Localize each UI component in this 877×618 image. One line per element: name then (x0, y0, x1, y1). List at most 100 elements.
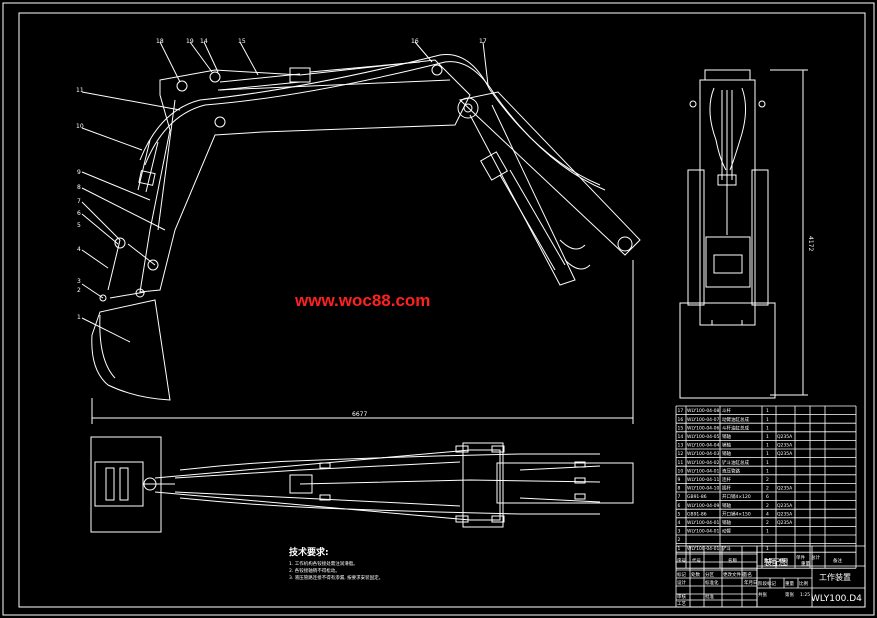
table-cell-material: Q235A (777, 434, 793, 440)
title-label-sheets: 共张 (758, 591, 767, 598)
elevation-view (81, 41, 641, 424)
table-cell-no: 6 (678, 503, 681, 509)
balloon-labels: 18 19 14 15 16 17 11 10 9 8 7 6 5 4 3 2 … (76, 38, 487, 321)
table-cell-name: 动臂油缸总成 (722, 416, 749, 423)
table-cell-code: WLY100-04-06 (687, 425, 720, 431)
table-cell-code: WLY100-04-11 (687, 477, 720, 483)
balloon-8: 8 (77, 184, 81, 191)
table-cell-code: WLY100-04-07 (687, 417, 720, 423)
table-header-weight: 重量 (801, 560, 810, 567)
table-cell-qty: 1 (766, 546, 769, 552)
balloon-3: 3 (77, 278, 81, 285)
table-cell-code: WLY100-04-01 (687, 520, 720, 526)
side-height-dimension: 4172 (807, 236, 814, 251)
table-cell-material: Q235A (777, 451, 793, 457)
balloon-10: 10 (76, 123, 84, 130)
balloon-19: 19 (186, 38, 194, 45)
table-cell-no: 16 (678, 417, 684, 423)
note-line-3: 3. 液压管路连接不得有渗漏, 按要求安装固定。 (289, 574, 383, 581)
table-cell-name: 开口销4×150 (722, 510, 751, 517)
table-cell-code: GB91-86 (687, 494, 707, 500)
table-cell-name: 销轴 (722, 442, 731, 449)
table-cell-code: WLY100-04-01 (687, 468, 720, 474)
table-cell-name: 销轴 (722, 433, 731, 440)
balloon-14: 14 (200, 38, 208, 45)
table-cell-qty: 2 (766, 520, 769, 526)
title-row-label-1: 处数 (691, 571, 700, 578)
title-label-ratio: 比例 (799, 580, 808, 587)
balloon-15: 15 (238, 38, 246, 45)
table-cell-material: Q235A (777, 443, 793, 449)
title-row-label-2: 分区 (705, 571, 714, 578)
table-header-code: 代号 (692, 557, 701, 564)
table-cell-qty: 2 (766, 477, 769, 483)
table-cell-no: 12 (678, 451, 684, 457)
table-header-name: 名称 (728, 557, 737, 564)
table-header-qty: 数量 (764, 557, 773, 564)
table-cell-name: 摇杆 (722, 485, 731, 492)
balloon-7: 7 (77, 198, 81, 205)
table-cell-name: 连杆 (722, 476, 731, 483)
table-cell-code: WLY100-04-03 (687, 451, 720, 457)
table-cell-code: WLY100-04-08 (687, 408, 720, 414)
table-cell-name: 斗杆 (722, 407, 731, 414)
title-row-label-4: 签名 (743, 571, 752, 578)
table-cell-qty: 1 (766, 451, 769, 457)
title-label-standard: 标准化 (705, 579, 719, 586)
table-header-no: 序号 (677, 557, 686, 564)
balloon-4: 4 (77, 246, 81, 253)
table-cell-name: 销轴 (722, 502, 731, 509)
table-cell-qty: 1 (766, 434, 769, 440)
table-cell-no: 11 (678, 460, 684, 466)
table-cell-no: 5 (678, 511, 681, 517)
note-line-2: 2. 各铰接轴销不得松动。 (289, 567, 340, 574)
table-cell-name: 销轴 (722, 450, 731, 457)
table-cell-no: 15 (678, 425, 684, 431)
title-label-approve: 批准 (705, 593, 714, 600)
table-cell-no: 2 (678, 537, 681, 543)
table-cell-no: 3 (678, 529, 681, 535)
balloon-9: 9 (77, 169, 81, 176)
title-label-process: 工艺 (677, 601, 686, 607)
table-cell-material: Q235A (777, 486, 793, 492)
balloon-11: 11 (76, 87, 84, 94)
table-cell-code: WLY100-04-01 (687, 546, 720, 552)
sheet-inner-border (18, 12, 866, 608)
table-cell-name: 开口销4×120 (722, 493, 751, 500)
table-cell-no: 8 (678, 486, 681, 492)
balloon-17: 17 (479, 38, 487, 45)
table-cell-name: 铲斗 (722, 545, 731, 552)
table-cell-qty: 1 (766, 425, 769, 431)
watermark: www.woc88.com (294, 291, 430, 310)
table-cell-qty: 2 (766, 503, 769, 509)
table-cell-code: WLY100-04-10 (687, 486, 720, 492)
table-cell-code: WLY100-04-02 (687, 460, 720, 466)
table-cell-no: 17 (678, 408, 684, 414)
balloon-5: 5 (77, 222, 81, 229)
table-cell-code: WLY100-04-05 (687, 434, 720, 440)
table-cell-code: WLY100-04-04 (687, 443, 720, 449)
table-cell-qty: 2 (766, 486, 769, 492)
table-cell-no: 10 (678, 468, 684, 474)
table-cell-qty: 1 (766, 408, 769, 414)
drawing-title: 装配图 (764, 557, 788, 567)
table-cell-name: 销轴 (722, 519, 731, 526)
balloon-2: 2 (77, 287, 81, 294)
table-cell-qty: 1 (766, 529, 769, 535)
table-header-remark: 备注 (833, 557, 842, 564)
table-header-material: 材料 (779, 557, 788, 564)
title-ratio-value: 1:25 (800, 592, 810, 598)
title-label-stage: 阶段标记 (758, 580, 776, 587)
table-cell-no: 13 (678, 443, 684, 449)
table-cell-qty: 1 (766, 417, 769, 423)
table-cell-no: 14 (678, 434, 684, 440)
table-cell-material: Q235A (777, 520, 793, 526)
technical-notes: 技术要求: 1. 工作机构各铰接处需注润滑脂。 2. 各铰接轴销不得松动。 3.… (289, 546, 383, 581)
table-cell-code: WLY100-04-09 (687, 503, 720, 509)
table-cell-no: 7 (678, 494, 681, 500)
table-cell-qty: 1 (766, 460, 769, 466)
title-label-design: 设计 (677, 579, 686, 586)
